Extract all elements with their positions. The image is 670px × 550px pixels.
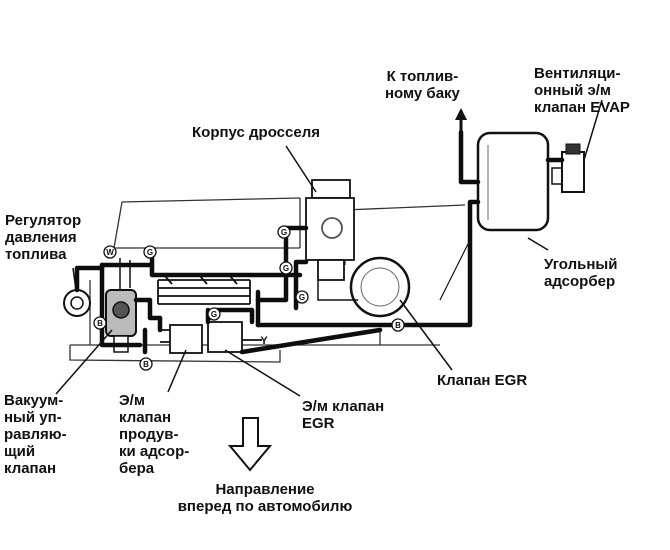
purge-solenoid-valve — [160, 324, 203, 354]
forward-direction-label: Направление вперед по автомобилю — [177, 481, 353, 515]
throttle-body — [305, 179, 355, 281]
hose-marker-b: B — [395, 321, 401, 330]
throttle-body-label: Корпус дросселя — [192, 124, 320, 141]
hose-marker-g: G — [299, 293, 305, 302]
hose-marker-w: W — [106, 248, 114, 257]
forward-direction-arrow — [227, 417, 273, 472]
vacuum-control-valve-label: Вакуум- ный уп- равляю- щий клапан — [4, 392, 67, 477]
hose-marker-g: G — [147, 248, 153, 257]
leader-lines — [55, 99, 603, 397]
vacuum-hoses — [74, 129, 565, 355]
evap-valve-label: Вентиляци- онный э/м клапан EVAP — [534, 65, 630, 116]
egr-solenoid-valve — [207, 321, 262, 353]
to-fuel-tank-label: К топлив- ному баку — [385, 68, 460, 102]
purge-solenoid-label: Э/м клапан продув- ки адсор- бера — [119, 392, 190, 477]
to-fuel-tank-arrow — [455, 108, 467, 132]
hose-marker-g: G — [281, 228, 287, 237]
fuel-pressure-regulator-label: Регулятор давления топлива — [5, 212, 82, 263]
vacuum-control-valve — [105, 289, 137, 353]
egr-valve-label: Клапан EGR — [437, 372, 528, 389]
hose-marker-g: G — [283, 264, 289, 273]
charcoal-canister — [476, 131, 550, 232]
thin-hoses — [119, 239, 471, 301]
fuel-pressure-regulator — [63, 289, 91, 317]
hose-marker-y: Y — [260, 335, 268, 347]
egr-valve-body — [349, 256, 411, 318]
hose-marker-g: G — [211, 310, 217, 319]
hose-marker-b: B — [97, 319, 103, 328]
hose-marker-circles — [93, 225, 405, 371]
pipe-bundle — [157, 275, 251, 305]
charcoal-canister-label: Угольный адсорбер — [544, 256, 618, 290]
hose-marker-b: B — [143, 360, 149, 369]
evap-solenoid-valve — [551, 143, 585, 193]
egr-solenoid-label: Э/м клапан EGR — [302, 398, 385, 432]
